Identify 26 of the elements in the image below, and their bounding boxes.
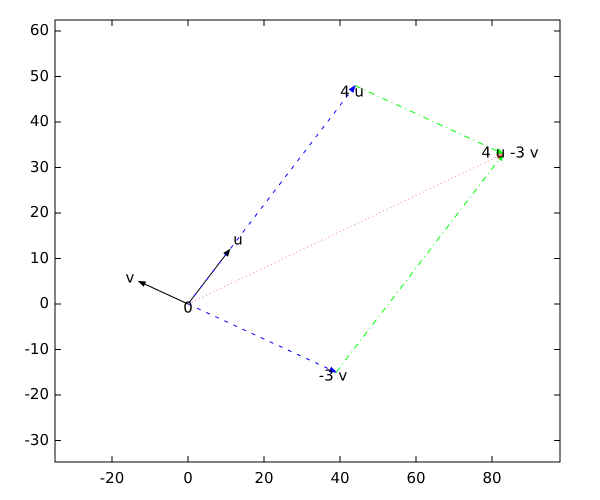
point-label: 4 u [340,84,364,100]
tick-label: 40 [330,470,350,487]
arrow [188,304,338,373]
tick-label: 0 [39,295,49,312]
tick-label: -20 [100,470,124,487]
tick-label: 10 [30,250,49,266]
tick-label: 20 [254,470,274,487]
tick-label: -30 [24,432,49,448]
tick-label: -10 [24,340,49,358]
point-label: u [233,232,243,248]
point-label: -3 v [318,368,348,384]
point-label: 0 [183,300,193,316]
tick-label: 0 [183,470,193,487]
point-label: v [126,270,134,286]
arrow [138,280,188,304]
tick-label: 40 [30,113,49,130]
tick-label: -20 [24,386,49,403]
tick-label: 60 [30,22,49,39]
arrow [354,85,504,154]
tick-label: 30 [30,158,49,176]
arrow [188,84,356,304]
tick-label: 80 [482,470,502,487]
tick-label: 60 [406,470,426,487]
arrow [188,153,504,304]
tick-label: 20 [30,204,49,221]
tick-label: 50 [30,68,49,84]
